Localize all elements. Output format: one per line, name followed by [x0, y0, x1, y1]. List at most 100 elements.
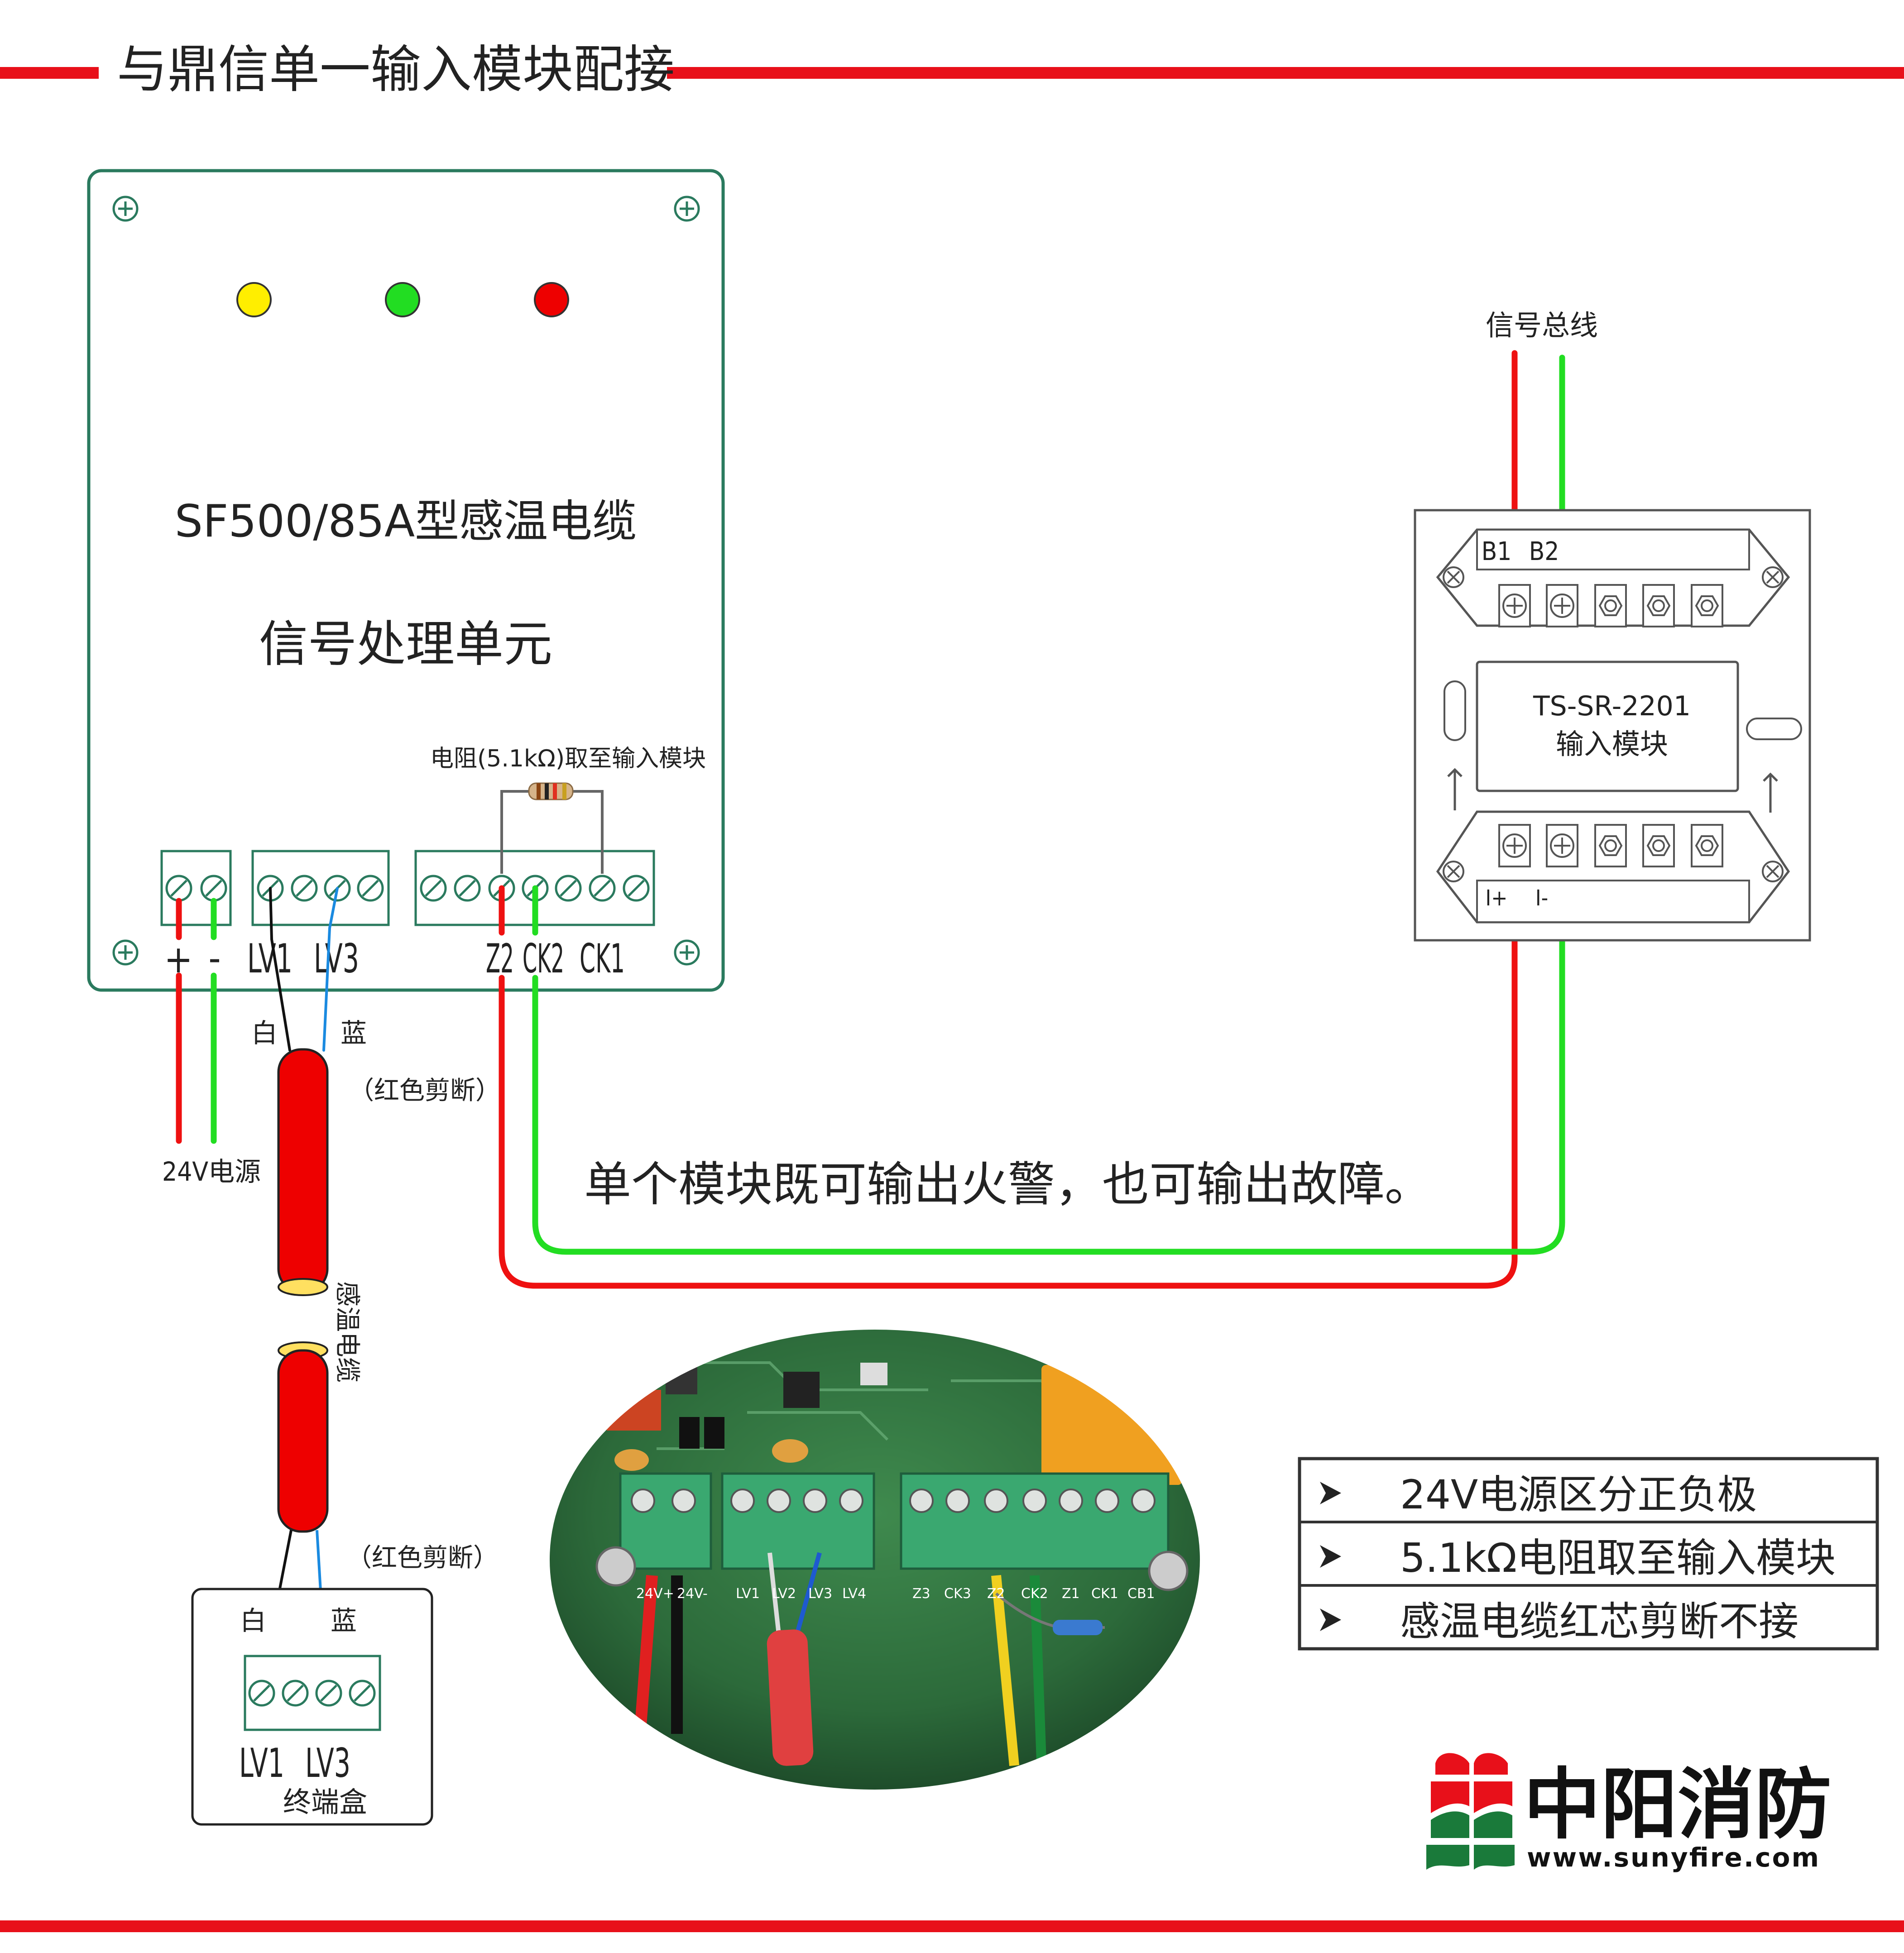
module-name: 输入模块 [1556, 728, 1668, 761]
photo-label: Z1 [1062, 1586, 1080, 1602]
cable-blue-label: 蓝 [341, 1018, 367, 1048]
led-yellow-icon [236, 282, 272, 317]
terminal-screw-icon [283, 1681, 307, 1705]
terminal-screw-icon [201, 876, 226, 900]
input-module: 信号总线 B1 B2 TS-SR-2201 输入模块 [1414, 309, 1811, 942]
cable-segment-lower [277, 1349, 329, 1533]
unit-title: SF500/85A型感温电缆 [175, 496, 637, 547]
terminal-screw-icon [292, 876, 317, 900]
bullet-item: 5.1kΩ电阻取至输入模块 [1400, 1535, 1836, 1581]
mounting-screw-icon [1443, 861, 1464, 882]
module-slot-left [1444, 680, 1466, 741]
terminal-label-lv3: LV3 [314, 935, 359, 982]
terminal-screw-icon [421, 876, 446, 900]
led-red-icon [534, 282, 569, 317]
terminal-box-white-label: 白 [240, 1605, 266, 1636]
logo-url: www.sunyfire.com [1527, 1842, 1819, 1873]
ck2-wire-green [532, 837, 1565, 1255]
led-green-icon [385, 282, 420, 317]
cable-name-label: 感温电缆 [332, 1281, 362, 1383]
terminal-screw-icon [624, 876, 648, 900]
white-core-wire [269, 887, 291, 1052]
cable-cut-note: （红色剪断） [349, 1076, 501, 1106]
wires [176, 350, 1565, 1289]
corner-screw-icon [114, 197, 137, 220]
terminal-screw-icon [167, 876, 191, 900]
mounting-screw-icon [1762, 861, 1784, 882]
terminal-hex-icon [1691, 824, 1723, 867]
bullet-arrow-icon [1320, 1608, 1341, 1631]
photo-label: LV2 [772, 1586, 796, 1602]
wiring-note: 单个模块既可输出火警，也可输出故障。 [584, 1157, 1432, 1212]
corner-screw-icon [114, 941, 137, 964]
terminal-screw-icon [249, 1681, 274, 1705]
cable-white-label: 白 [251, 1018, 278, 1048]
resistor-label: 电阻(5.1kΩ)取至输入模块 [430, 745, 706, 772]
terminal-screw-icon [455, 876, 480, 900]
module-b2-label: B2 [1529, 537, 1559, 566]
unit-subtitle: 信号处理单元 [259, 616, 552, 673]
mounting-screw-icon [1443, 566, 1464, 588]
arrow-up-icon [1763, 772, 1778, 813]
terminal-hex-icon [1642, 584, 1675, 627]
photo-label: 24V- [677, 1586, 708, 1602]
terminal-label-lv1: LV1 [247, 935, 293, 982]
module-i-plus-label: I+ [1486, 886, 1508, 911]
bullet-arrow-icon [1320, 1482, 1341, 1504]
arrow-up-icon [1447, 768, 1463, 810]
footer-line [0, 1920, 1904, 1932]
photo-label: 24V+ [636, 1586, 674, 1602]
photo-label: CK1 [1091, 1586, 1118, 1602]
header: 与鼎信单一输入模块配接 [0, 40, 1904, 99]
mounting-screw-icon [1762, 566, 1784, 588]
terminal-label-minus: - [208, 936, 221, 980]
module-slot-right [1746, 718, 1802, 740]
terminal-screw-icon [590, 876, 614, 900]
cable-cut-note-lower: （红色剪断） [346, 1543, 499, 1573]
processing-unit: SF500/85A型感温电缆 信号处理单元 电阻(5.1kΩ)取至输入模块 [87, 169, 725, 992]
terminal-screw-icon [317, 1681, 341, 1705]
photo-label: CK3 [944, 1586, 971, 1602]
z2-wire-red [499, 837, 1518, 1289]
bullet-item: 感温电缆红芯剪断不接 [1400, 1598, 1798, 1645]
terminal-box-name: 终端盒 [283, 1785, 367, 1819]
terminal-plus-icon [1498, 824, 1531, 867]
notes-table-frame [1298, 1457, 1879, 1651]
terminal-hex-icon [1691, 584, 1723, 627]
company-logo: 中阳消防 www.sunyfire.com [1426, 1753, 1832, 1873]
power-label: 24V电源 [162, 1156, 261, 1187]
terminal-plus-icon [1546, 824, 1578, 867]
terminal-screw-icon [358, 876, 383, 900]
terminal-hex-icon [1642, 824, 1675, 867]
heat-sensing-cable: 白 蓝 （红色剪断） 感温电缆 （红色剪断） [251, 1018, 501, 1682]
module-label-panel [1476, 661, 1739, 792]
cable-segment-upper [277, 1048, 329, 1293]
terminal-label-ck2: CK2 [523, 935, 564, 982]
terminal-hex-icon [1594, 824, 1627, 867]
header-line-left [0, 67, 99, 79]
bullet-item: 24V电源区分正负极 [1400, 1471, 1757, 1518]
photo-label: Z2 [987, 1586, 1005, 1602]
page-title: 与鼎信单一输入模块配接 [117, 40, 675, 99]
bus-label: 信号总线 [1486, 309, 1598, 342]
terminal-box-blue-label: 蓝 [331, 1605, 357, 1636]
board-photo: 24V+ 24V- LV1 LV2 LV3 LV4 Z3 CK3 Z2 CK2 … [548, 1328, 1202, 1791]
photo-label: LV4 [842, 1586, 866, 1602]
notes-table: 24V电源区分正负极 5.1kΩ电阻取至输入模块 感温电缆红芯剪断不接 [1298, 1457, 1879, 1651]
cable-cut-end [278, 1278, 328, 1296]
terminal-box-lv3: LV3 [305, 1740, 350, 1786]
resistor-icon [500, 782, 604, 874]
module-model: TS-SR-2201 [1533, 690, 1691, 722]
terminal-screw-icon [556, 876, 580, 900]
header-line-right [667, 67, 1904, 79]
module-i-minus-label: I- [1535, 886, 1548, 911]
photo-label: LV1 [736, 1586, 760, 1602]
terminal-plus-icon [1498, 584, 1531, 627]
photo-label: Z3 [912, 1586, 930, 1602]
terminal-hex-icon [1594, 584, 1627, 627]
terminal-screw-icon [350, 1681, 374, 1705]
photo-label: LV3 [808, 1586, 832, 1602]
logo-name: 中阳消防 [1524, 1760, 1832, 1850]
module-top-strip [1476, 529, 1750, 570]
